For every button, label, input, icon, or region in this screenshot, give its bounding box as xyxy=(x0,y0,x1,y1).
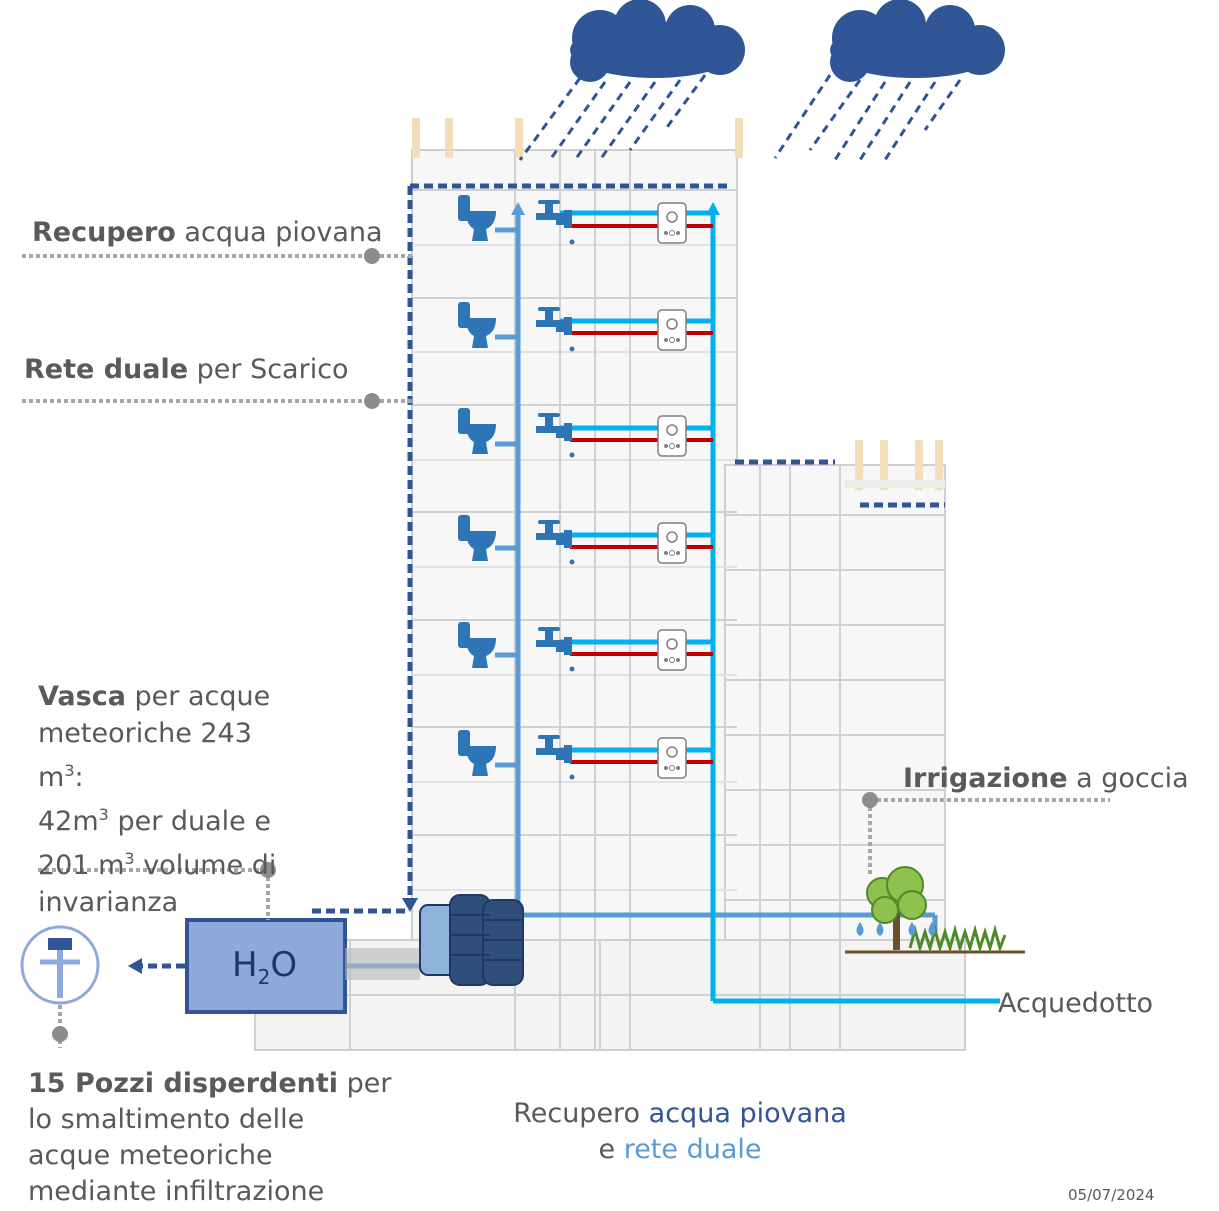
boiler-icon xyxy=(657,737,687,779)
label-pozzi-l1: per xyxy=(338,1068,392,1099)
label-pozzi-l2: lo smaltimento delle xyxy=(28,1104,305,1135)
toilet-icon xyxy=(458,622,496,668)
faucet-icon xyxy=(536,413,575,458)
tank-label: H2O xyxy=(232,945,297,989)
floor-fixture-group xyxy=(458,515,687,565)
boiler-icon xyxy=(657,202,687,244)
label-recupero-bold: Recupero xyxy=(32,217,176,248)
floor-fixtures xyxy=(458,195,687,780)
label-pozzi-l3: acque meteoriche xyxy=(28,1140,273,1171)
title-line1b: acqua piovana xyxy=(648,1098,847,1129)
label-recupero: Recupero acqua piovana xyxy=(32,216,383,250)
label-vasca-bold: Vasca xyxy=(38,681,126,712)
faucet-icon xyxy=(536,627,575,672)
arrow-up-icon xyxy=(511,202,525,215)
title-line2a: e xyxy=(598,1134,624,1165)
label-vasca-l4a: 42m xyxy=(38,806,99,837)
toilet-icon xyxy=(458,515,496,561)
label-recupero-rest: acqua piovana xyxy=(175,217,383,248)
toilet-icon xyxy=(458,408,496,454)
label-rete-duale: Rete duale per Scarico xyxy=(24,353,349,387)
label-rete-bold: Rete duale xyxy=(24,354,189,385)
faucet-icon xyxy=(536,200,575,245)
floor-fixture-group xyxy=(458,302,687,352)
label-vasca-l6: invarianza xyxy=(38,887,179,918)
building-section xyxy=(254,149,966,1051)
rainwater-pipe xyxy=(135,183,945,969)
label-vasca-l5b: volume di xyxy=(134,850,277,881)
floor-fixture-group xyxy=(458,408,687,458)
date-label: 05/07/2024 xyxy=(1068,1186,1155,1204)
floor-fixture-group xyxy=(458,195,687,245)
boiler-icon xyxy=(657,629,687,671)
title-line1a: Recupero xyxy=(513,1098,649,1129)
tank-label-o: O xyxy=(270,945,298,985)
label-vasca-l3b: : xyxy=(74,762,84,793)
label-pozzi-l4: mediante infiltrazione xyxy=(28,1176,325,1207)
toilet-icon xyxy=(458,302,496,348)
label-acquedotto: Acquedotto xyxy=(998,988,1154,1019)
label-vasca-l2: meteoriche 243 xyxy=(38,718,252,749)
leader-dot xyxy=(52,248,878,1042)
hot-water-pipe xyxy=(570,224,713,764)
toilet-icon xyxy=(458,195,496,241)
label-irrigazione-rest: a goccia xyxy=(1067,763,1189,794)
faucet-icon xyxy=(536,307,575,352)
label-vasca-l5a: 201 m xyxy=(38,850,125,881)
roof-pergola xyxy=(412,118,943,490)
cloud-icon xyxy=(570,0,745,82)
label-vasca-l3sup: 3 xyxy=(64,761,75,780)
label-vasca-l4b: per duale e xyxy=(108,806,271,837)
storage-tanks xyxy=(419,894,524,986)
label-vasca: Vasca per acque meteoriche 243 m3: 42m3 … xyxy=(38,678,276,921)
arrow-up-icon xyxy=(706,202,720,215)
grass xyxy=(908,924,1007,954)
boiler-icon xyxy=(657,522,687,564)
boiler-icon xyxy=(657,415,687,457)
diagram-title: Recupero acqua piovana e rete duale xyxy=(460,1096,900,1168)
cloud-icon xyxy=(830,0,1005,82)
boiler-icon xyxy=(657,309,687,351)
label-rete-rest: per Scarico xyxy=(188,354,349,385)
rain xyxy=(518,74,962,161)
toilet-icon xyxy=(458,730,496,776)
floor-fixture-group xyxy=(458,730,687,780)
faucet-icon xyxy=(536,520,575,565)
label-vasca-l5sup: 3 xyxy=(124,849,135,868)
faucet-icon xyxy=(536,735,575,780)
label-irrigazione: Irrigazione a goccia xyxy=(903,762,1189,796)
label-vasca-l4sup: 3 xyxy=(98,805,109,824)
label-irrigazione-bold: Irrigazione xyxy=(903,763,1068,794)
tank-label-sub: 2 xyxy=(257,964,271,989)
tank-label-h: H xyxy=(232,945,258,985)
arrow-left-icon xyxy=(128,958,142,974)
label-pozzi: 15 Pozzi disperdenti per lo smaltimento … xyxy=(28,1066,391,1210)
arrow-down-icon xyxy=(402,898,418,912)
water-drop-icon xyxy=(856,922,936,936)
label-pozzi-bold: 15 Pozzi disperdenti xyxy=(28,1068,339,1099)
label-vasca-l3: m xyxy=(38,762,65,793)
floor-fixture-group xyxy=(458,622,687,672)
infiltration-well-icon xyxy=(20,925,100,1005)
aqueduct-pipe xyxy=(560,210,993,1004)
title-line2b: rete duale xyxy=(623,1134,762,1165)
tree-icon xyxy=(866,866,927,950)
label-vasca-l1: per acque xyxy=(125,681,271,712)
